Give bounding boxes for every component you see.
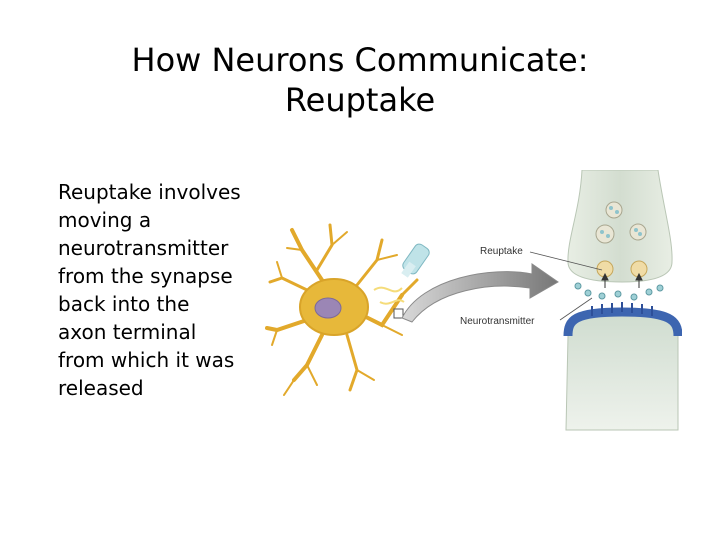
title-line-2: Reuptake: [284, 81, 436, 119]
axon-branches: [373, 286, 405, 305]
neurotransmitter-label: Neurotransmitter: [460, 316, 535, 327]
vesicle: [605, 201, 623, 219]
postsynaptic-cell: [565, 311, 679, 431]
reuptake-illustration: Reuptake Neurotransmitter: [265, 170, 682, 431]
zoom-arrow-icon: [401, 263, 559, 323]
synapse-marker: [393, 308, 404, 319]
body-line: neurotransmitter: [58, 236, 229, 260]
presynaptic-terminal: [567, 170, 673, 283]
body-line: from which it was: [58, 348, 235, 372]
body-line: from the synapse: [58, 264, 233, 288]
body-line: back into the: [58, 292, 190, 316]
slide-title: How Neurons Communicate: Reuptake: [0, 40, 720, 120]
body-text: Reuptake involves moving a neurotransmit…: [58, 178, 263, 402]
reuptake-label: Reuptake: [480, 246, 523, 257]
vesicle: [629, 223, 647, 241]
body-line: axon terminal: [58, 320, 197, 344]
receptors: [591, 302, 653, 316]
reuptake-arrows: [601, 272, 643, 288]
reuptake-figure: Reuptake Neurotransmitter: [262, 170, 682, 440]
body-line: released: [58, 376, 144, 400]
pipette-icon: [401, 243, 430, 278]
leader-lines: [529, 251, 603, 321]
vesicle: [595, 224, 615, 244]
neuron: [265, 223, 419, 396]
nucleus: [314, 297, 342, 319]
body-line: Reuptake involves: [58, 180, 241, 204]
vesicles: [595, 201, 648, 278]
neurotransmitter-molecules: [574, 282, 664, 301]
title-line-1: How Neurons Communicate:: [131, 41, 589, 79]
body-line: moving a: [58, 208, 152, 232]
